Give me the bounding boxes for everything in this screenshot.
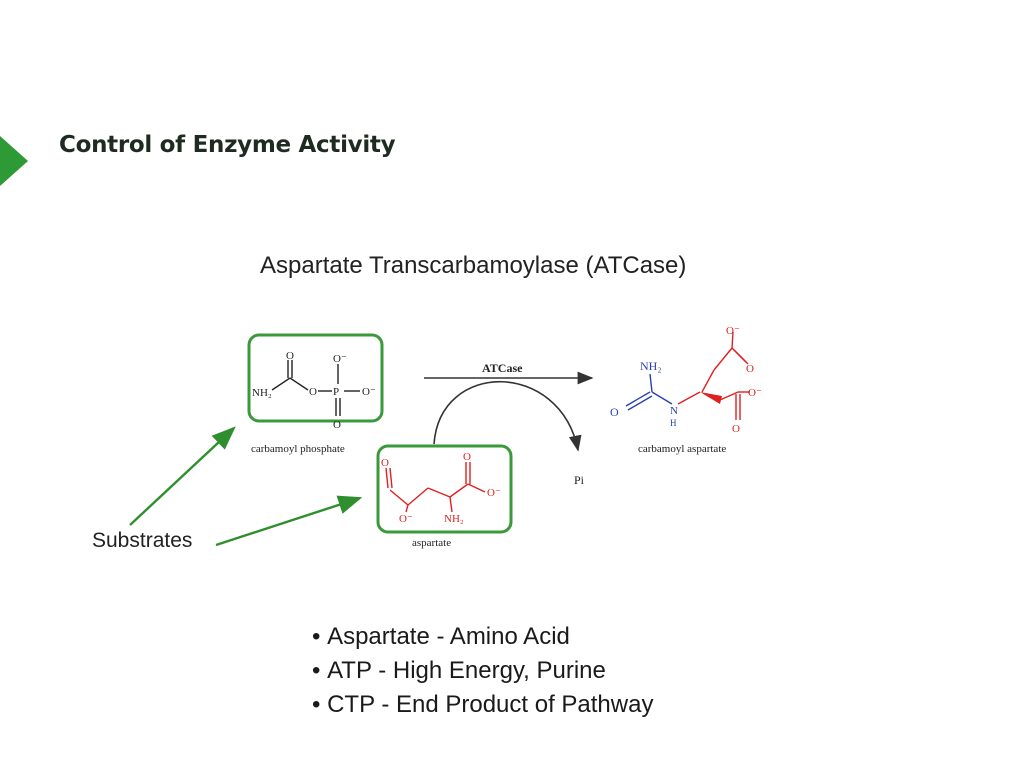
cp-nh2-label: NH₂ bbox=[252, 387, 272, 399]
bullet-item: Aspartate - Amino Acid bbox=[312, 620, 653, 654]
diagram-title: Aspartate Transcarbamoylase (ATCase) bbox=[260, 252, 687, 279]
byproduct-arrow bbox=[433, 380, 582, 452]
product-top-o-label: O⁻ bbox=[726, 325, 740, 337]
cp-bottom-o-label: O bbox=[333, 419, 341, 431]
asp-nh2-label: NH₂ bbox=[444, 513, 464, 525]
aspartate-name: aspartate bbox=[412, 537, 451, 549]
stereo-wedge-bond bbox=[700, 392, 722, 404]
asp-bottom-o-label: O⁻ bbox=[399, 513, 413, 525]
slide-accent-triangle bbox=[0, 136, 28, 186]
product-h-label: H bbox=[670, 418, 677, 428]
product-blue-o-label: O bbox=[610, 405, 619, 419]
carbamoyl-phosphate-box bbox=[247, 333, 384, 423]
carbamoyl-aspartate-red-part bbox=[677, 331, 750, 420]
carbamoyl-aspartate-name: carbamoyl aspartate bbox=[638, 443, 726, 455]
bullet-item: CTP - End Product of Pathway bbox=[312, 688, 653, 722]
substrates-arrow-to-carbamoyl-phosphate bbox=[129, 426, 236, 526]
enzyme-label: ATCase bbox=[482, 361, 523, 375]
cp-top-o-label: O⁻ bbox=[333, 353, 347, 365]
product-n-label: N bbox=[670, 405, 678, 417]
substrates-label: Substrates bbox=[92, 529, 193, 552]
cp-p-label: P bbox=[333, 386, 339, 398]
product-upper-o-label: O bbox=[746, 363, 754, 375]
slide-title: Control of Enzyme Activity bbox=[59, 132, 396, 158]
product-nh2-label: NH₂ bbox=[640, 359, 662, 373]
aspartate-box bbox=[376, 444, 513, 534]
substrates-arrow-to-aspartate bbox=[215, 495, 363, 547]
asp-top-o-label: O bbox=[463, 451, 471, 463]
bullet-list: Aspartate - Amino Acid ATP - High Energy… bbox=[312, 620, 653, 722]
asp-right-o-label: O⁻ bbox=[487, 487, 501, 499]
cp-bridge-o-label: O bbox=[309, 386, 317, 398]
carbamoyl-phosphate-structure bbox=[271, 360, 360, 416]
product-bottom-o-label: O bbox=[732, 423, 740, 435]
aspartate-structure bbox=[385, 462, 486, 513]
product-right-o-label: O⁻ bbox=[748, 387, 762, 399]
carbamoyl-aspartate-blue-part bbox=[625, 373, 673, 411]
cp-right-o-label: O⁻ bbox=[362, 386, 376, 398]
cp-carbonyl-o-label: O bbox=[286, 350, 294, 362]
byproduct-label: Pi bbox=[574, 473, 585, 487]
bullet-item: ATP - High Energy, Purine bbox=[312, 654, 653, 688]
carbamoyl-phosphate-name: carbamoyl phosphate bbox=[251, 443, 345, 455]
asp-left-o-label: O bbox=[381, 457, 389, 469]
